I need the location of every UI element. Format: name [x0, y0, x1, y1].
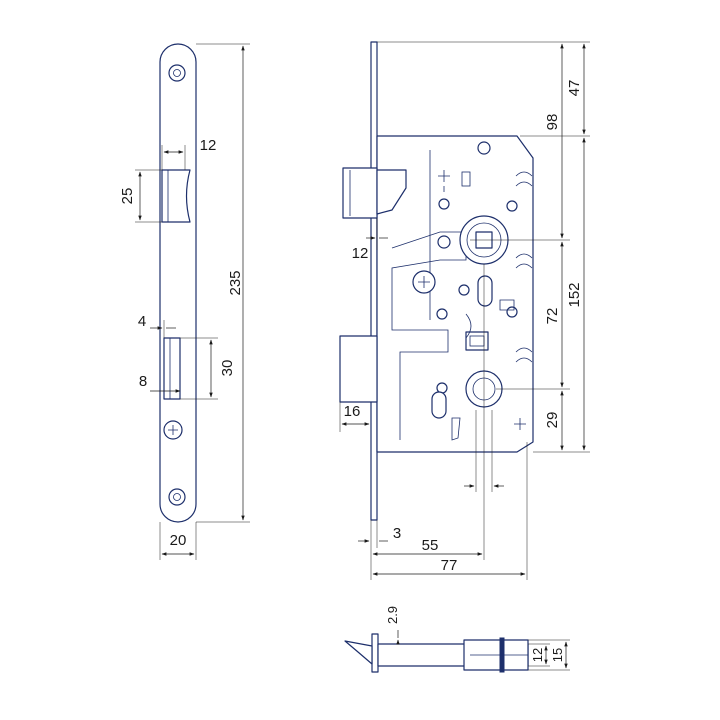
dim-top-to-spindle: 98: [544, 114, 561, 131]
lock-case: [376, 135, 534, 453]
dim-bottom-outer-height: 15: [550, 648, 565, 662]
dim-bottom-inner-height: 12: [530, 648, 545, 662]
bottom-view: 2.9 12 15: [344, 606, 570, 673]
dim-faceplate-height: 235: [227, 270, 244, 295]
oval-slot: [477, 275, 493, 307]
top-pin: [477, 141, 491, 155]
dim-slot-height: 30: [219, 360, 236, 377]
dim-faceplate-width: 20: [170, 532, 187, 549]
faceplate-view: 235 20 12 25 4 8 30: [119, 43, 250, 560]
bottom-screw-hole: [168, 488, 186, 506]
faceplate-edge: [370, 41, 378, 521]
lock-body-view: 98 47 152 72 29 12 16 3 55: [339, 41, 590, 580]
dim-faceplate-thickness: 3: [393, 525, 401, 542]
dim-body-depth: 77: [441, 557, 458, 574]
faceplate: [159, 43, 197, 523]
bolt-slot: [163, 337, 181, 400]
bottom-latch: [344, 640, 373, 665]
latch-profile: [161, 169, 191, 223]
dim-backset: 55: [422, 537, 439, 554]
top-screw-hole: [168, 64, 186, 82]
dim-latch-height: 25: [119, 188, 136, 205]
dim-bolt-projection: 16: [344, 403, 361, 420]
dim-top-offset: 47: [566, 80, 583, 97]
dim-latch-width: 12: [200, 137, 217, 154]
latch-bolt: [342, 167, 378, 219]
internal-lever: [391, 231, 467, 440]
dim-keyhole-to-bottom: 29: [544, 412, 561, 429]
dim-latch-projection: 12: [352, 245, 369, 262]
dim-spindle-to-bottom: 152: [566, 282, 583, 307]
dim-bottom-thickness: 2.9: [385, 606, 400, 624]
dim-slot-width: 8: [139, 373, 147, 390]
dim-spindle-to-keyhole: 72: [544, 308, 561, 325]
dim-slot-offset: 4: [138, 313, 146, 330]
dead-bolt: [339, 335, 378, 403]
bottom-faceplate: [371, 633, 379, 673]
